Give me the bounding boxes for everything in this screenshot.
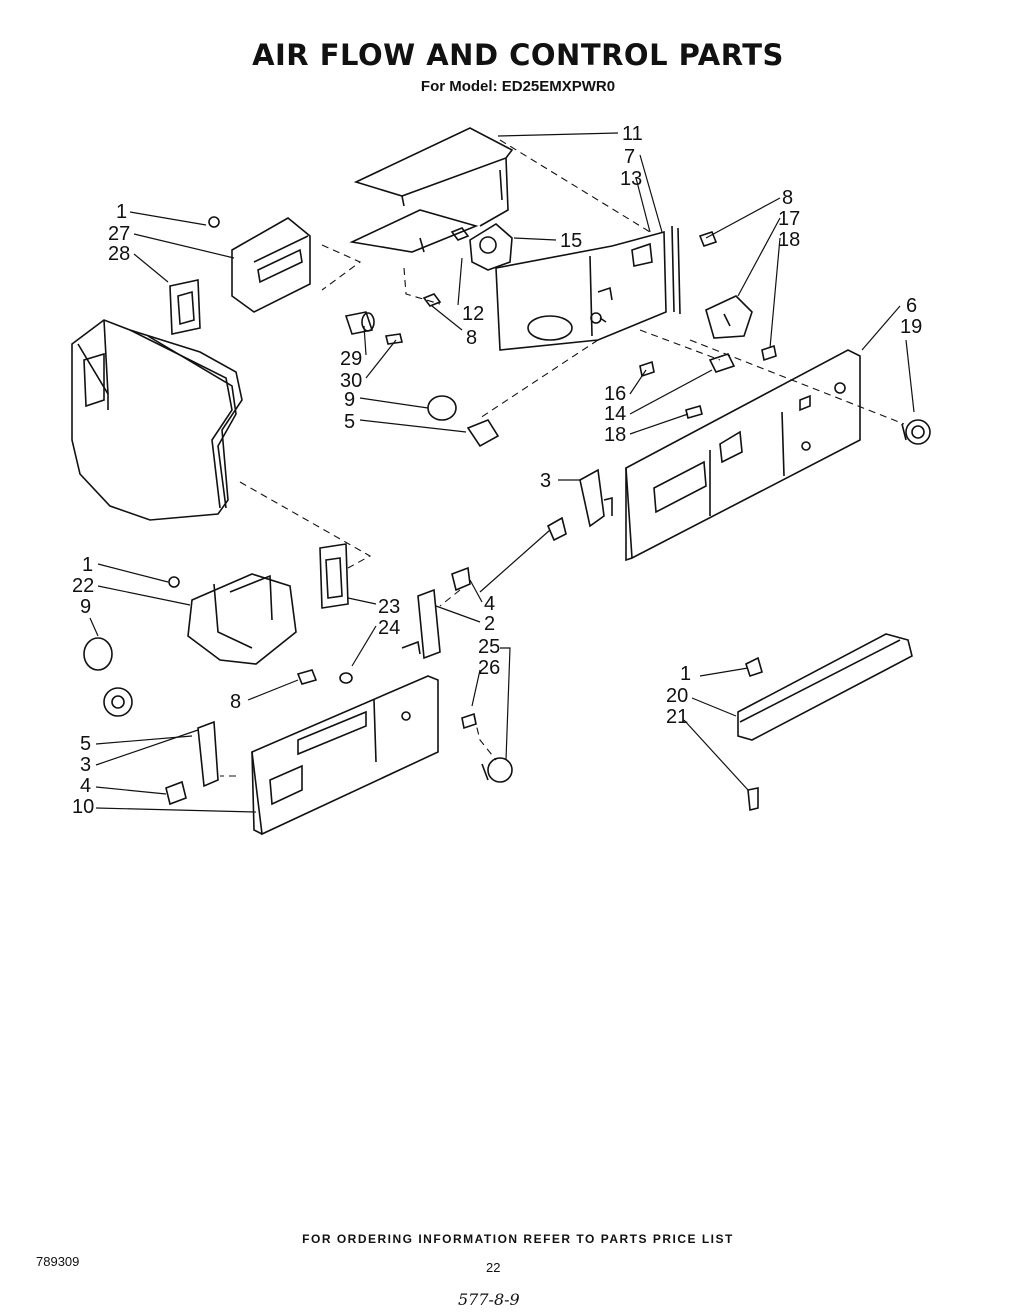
callout-15: 15 (560, 230, 582, 252)
callout-1: 1 (116, 201, 127, 223)
clip-26 (461, 712, 477, 730)
page-number: 22 (486, 1260, 501, 1275)
connector-4-lower (165, 780, 187, 806)
callout-labels: 11 7 13 15 8 17 18 6 19 1 27 28 12 8 29 … (72, 123, 922, 818)
callout-22: 22 (72, 575, 94, 597)
callout-18: 18 (778, 229, 800, 251)
callout-19: 19 (900, 316, 922, 338)
callout-3: 3 (80, 754, 91, 776)
callout-10: 10 (72, 796, 94, 818)
switch-14 (708, 353, 736, 373)
callout-2: 2 (484, 613, 495, 635)
callout-30: 30 (340, 370, 362, 392)
callout-14: 14 (604, 403, 626, 425)
knob-25 (481, 757, 513, 783)
bulb-9-upper (427, 395, 457, 421)
callout-28: 28 (108, 243, 130, 265)
callout-18: 18 (604, 424, 626, 446)
callout-20: 20 (666, 685, 688, 707)
screw-21 (747, 787, 759, 812)
trim-strip-20 (737, 633, 913, 741)
leader-lines (89, 132, 915, 813)
evaporator-cover-11 (349, 127, 514, 253)
callout-9: 9 (80, 596, 91, 618)
washer-24 (339, 672, 353, 684)
knob-19 (901, 419, 931, 445)
screw-30 (385, 333, 403, 345)
connector-4-upper (546, 516, 567, 542)
control-panel-6 (625, 349, 861, 562)
gasket-23 (319, 543, 349, 609)
ordering-note: FOR ORDERING INFORMATION REFER TO PARTS … (302, 1232, 734, 1246)
callout-11: 11 (622, 123, 643, 145)
callout-5: 5 (80, 733, 91, 755)
screw-8-lower (296, 669, 318, 685)
callout-8: 8 (782, 187, 793, 209)
control-panel-10 (251, 675, 439, 836)
bulb-9-lower (83, 637, 113, 671)
callout-8: 8 (466, 327, 477, 349)
lower-housing-22 (168, 573, 297, 665)
callout-23: 23 (378, 596, 400, 618)
diagram-title: AIR FLOW AND CONTROL PARTS (252, 38, 784, 72)
connector-4-mid (451, 566, 471, 592)
document-number: 789309 (36, 1254, 80, 1269)
callout-25: 25 (478, 636, 500, 658)
callout-5: 5 (344, 411, 355, 433)
callout-8: 8 (230, 691, 241, 713)
handwritten-note: 577-8-9 (458, 1290, 520, 1309)
callout-17: 17 (778, 208, 800, 230)
socket-5-upper (466, 419, 500, 448)
gasket-28 (169, 279, 201, 335)
callout-21: 21 (666, 706, 688, 728)
bracket-3-upper (579, 468, 613, 528)
callout-9: 9 (344, 389, 355, 411)
callout-1: 1 (680, 663, 691, 685)
callout-4: 4 (80, 775, 91, 797)
model-subtitle: For Model: ED25EMXPWR0 (420, 78, 616, 95)
callout-12: 12 (462, 303, 484, 325)
callout-24: 24 (378, 617, 400, 639)
control-housing-13 (495, 225, 681, 351)
cabinet-liner (71, 319, 243, 521)
bracket-3-lower (197, 720, 219, 788)
callout-26: 26 (478, 657, 500, 679)
socket-5-lower (103, 687, 133, 717)
thermostat-17 (705, 295, 753, 339)
assembly-dashed-lines (220, 139, 905, 777)
callout-29: 29 (340, 348, 362, 370)
bracket-2 (401, 588, 441, 660)
callout-1: 1 (82, 554, 93, 576)
callout-16: 16 (604, 383, 626, 405)
damper-29 (344, 311, 375, 335)
callout-3: 3 (540, 470, 551, 492)
callout-4: 4 (484, 593, 495, 615)
callout-13: 13 (620, 168, 642, 190)
callout-6: 6 (906, 295, 917, 317)
clip-1-right (745, 656, 763, 678)
fan-motor-15 (469, 223, 513, 271)
control-box-27 (208, 216, 311, 313)
callout-7: 7 (624, 146, 635, 168)
callout-27: 27 (108, 223, 130, 245)
screws (422, 227, 777, 419)
